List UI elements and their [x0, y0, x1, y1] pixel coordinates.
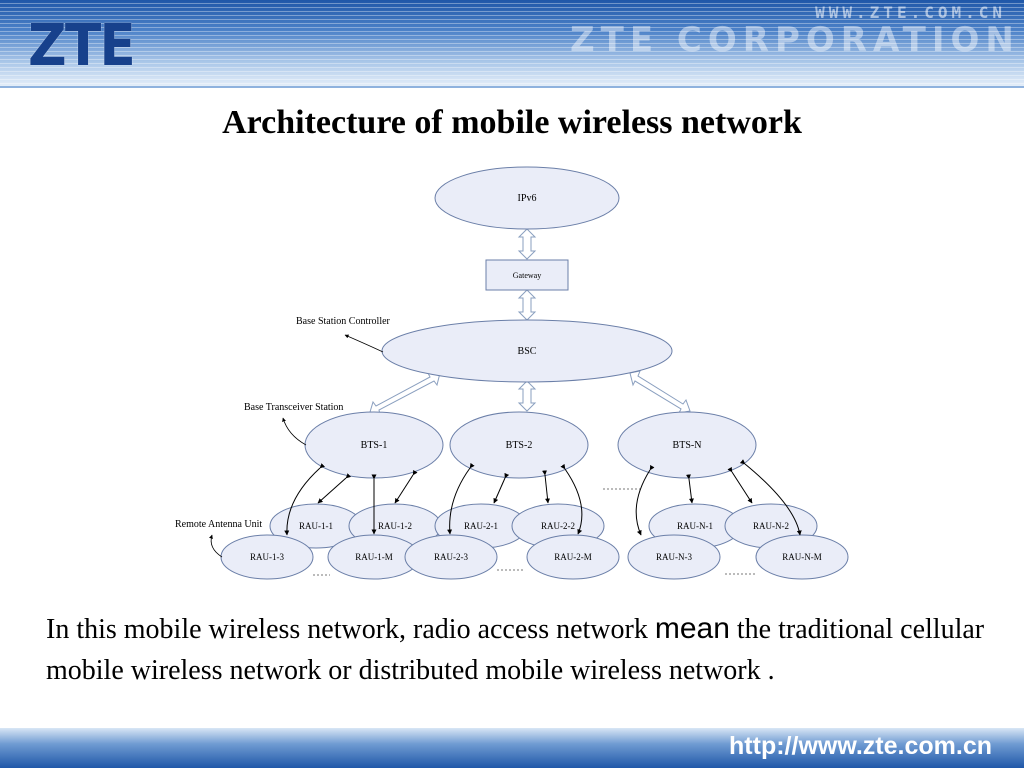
description-emphasis: mean	[654, 612, 730, 645]
rau23-label: RAU-2-3	[434, 552, 468, 562]
slide-header: ZTE WWW.ZTE.COM.CN ZTE CORPORATION	[0, 0, 1024, 88]
ipv6-label: IPv6	[518, 193, 537, 204]
rau23-node	[404, 534, 498, 580]
rau13-label: RAU-1-3	[250, 552, 284, 562]
raun3-node	[627, 534, 721, 580]
description-paragraph: In this mobile wireless network, radio a…	[46, 608, 986, 691]
rau22-label: RAU-2-2	[541, 521, 575, 531]
rau21-label: RAU-2-1	[464, 521, 498, 531]
rau2m-label: RAU-2-M	[554, 552, 592, 562]
slide-title: Architecture of mobile wireless network	[222, 104, 802, 141]
bsc-node	[381, 319, 673, 383]
rau12-label: RAU-1-2	[378, 521, 412, 531]
bts-rau-links	[284, 459, 802, 536]
ipv6-node	[434, 166, 620, 230]
bts2-rau2m-arrow	[560, 463, 583, 535]
bts-annotation-pointer	[282, 417, 307, 446]
bts1-rau11-arrow	[317, 473, 352, 504]
bts-annotation: Base Transceiver Station	[244, 402, 343, 413]
bts1-rau13-arrow	[284, 463, 326, 536]
bsc-label: BSC	[518, 346, 537, 357]
btsn-label: BTS-N	[673, 440, 702, 451]
bts2-rau23-arrow	[447, 462, 475, 535]
bts2-node	[449, 411, 589, 479]
bts2-rau22-arrow	[542, 470, 551, 504]
rau11-label: RAU-1-1	[299, 521, 333, 531]
zte-logo: ZTE	[28, 11, 136, 79]
ipv6-gateway-link	[517, 228, 537, 260]
bsc-annotation: Base Station Controller	[296, 316, 391, 327]
continuation-dots	[313, 488, 757, 576]
footer-url[interactable]: http://www.zte.com.cn	[729, 732, 992, 760]
bts1-rau12-arrow	[394, 469, 418, 504]
header-corporation: ZTE CORPORATION	[570, 20, 1020, 60]
bsc-bts2-link	[517, 380, 537, 412]
header-divider	[0, 86, 1024, 88]
rau-annotation: Remote Antenna Unit	[175, 519, 262, 530]
bts2-rau21-arrow	[493, 472, 510, 504]
raunm-node	[755, 534, 849, 580]
description-part2: the traditional cellular mobile wireless…	[46, 614, 985, 686]
btsn-raunm-arrow	[739, 459, 802, 536]
header-website: WWW.ZTE.COM.CN	[815, 3, 1006, 22]
gateway-bsc-link	[517, 289, 537, 321]
bsc-annotation-pointer	[344, 334, 384, 353]
bsc-btsn-link	[629, 370, 691, 414]
gateway-node	[485, 259, 569, 291]
raunm-label: RAU-N-M	[782, 552, 822, 562]
gateway-label: Gateway	[513, 271, 541, 280]
bsc-bts1-link	[369, 372, 441, 416]
rau1m-label: RAU-1-M	[355, 552, 393, 562]
btsn-raun2-arrow	[727, 466, 753, 504]
raun1-label: RAU-N-1	[677, 521, 713, 531]
rau13-node	[220, 534, 314, 580]
description-part1: In this mobile wireless network, radio a…	[46, 614, 655, 645]
raun2-label: RAU-N-2	[753, 521, 789, 531]
raun3-label: RAU-N-3	[656, 552, 692, 562]
btsn-raun3-arrow	[635, 464, 655, 536]
header-stripes	[0, 0, 1024, 88]
btsn-raun1-arrow	[685, 474, 694, 504]
bts2-label: BTS-2	[506, 440, 533, 451]
slide-footer: http://www.zte.com.cn	[0, 728, 1024, 768]
bts1-label: BTS-1	[361, 440, 388, 451]
rau-annotation-pointer	[209, 534, 223, 558]
rau2m-node	[526, 534, 620, 580]
